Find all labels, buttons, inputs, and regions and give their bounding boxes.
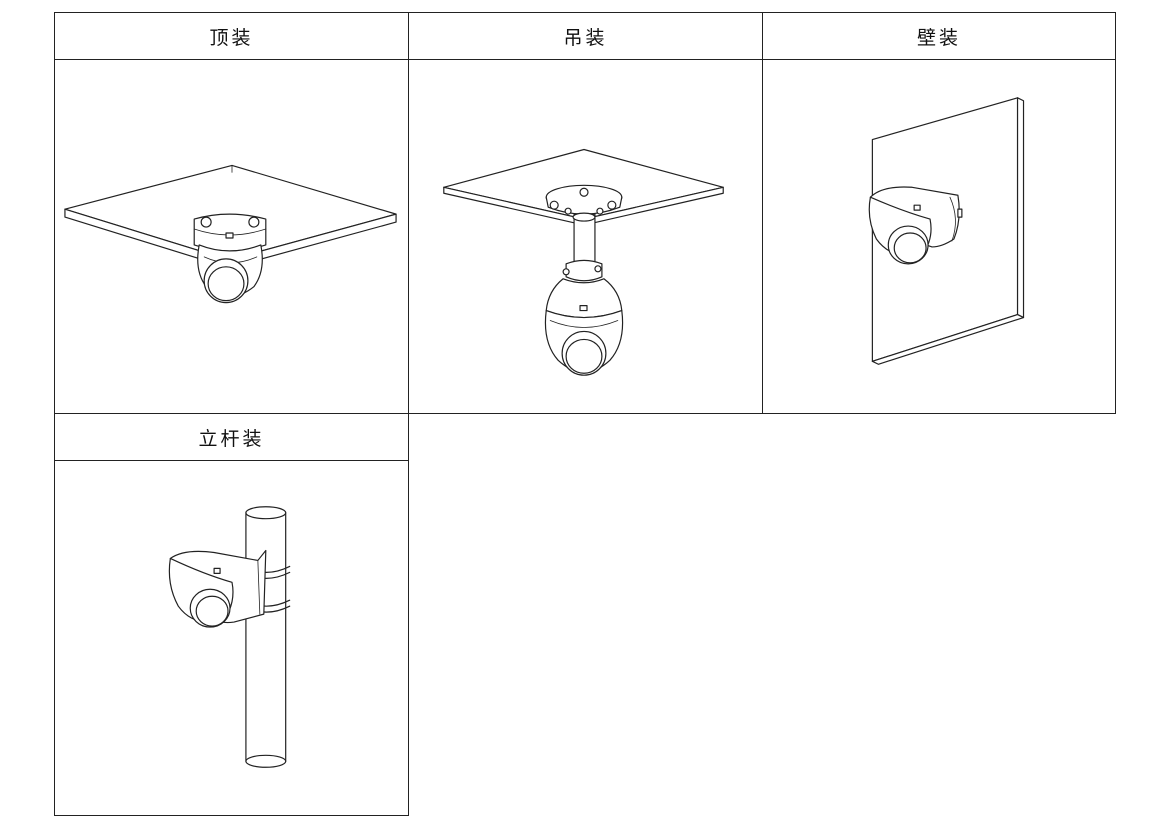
pole-mount-panel [54, 460, 409, 816]
pendant-mount-panel [408, 59, 763, 414]
wall-mount-header: 壁装 [762, 12, 1116, 60]
pole-mount-label: 立杆装 [198, 427, 265, 450]
ceiling-mount-label: 顶装 [209, 26, 254, 49]
pole-mount-header: 立杆装 [54, 413, 409, 461]
ceiling-mount-panel [54, 59, 409, 414]
pole-mount-camera-icon [168, 506, 291, 768]
wall-mount-camera-icon [868, 97, 1025, 365]
ceiling-mount-header: 顶装 [54, 12, 409, 60]
pendant-mount-header: 吊装 [408, 12, 763, 60]
ceiling-mount-camera-icon [64, 164, 397, 304]
wall-mount-panel [762, 59, 1116, 414]
pendant-mount-label: 吊装 [563, 26, 608, 49]
wall-mount-label: 壁装 [916, 26, 961, 49]
pendant-mount-camera-icon [443, 148, 724, 376]
